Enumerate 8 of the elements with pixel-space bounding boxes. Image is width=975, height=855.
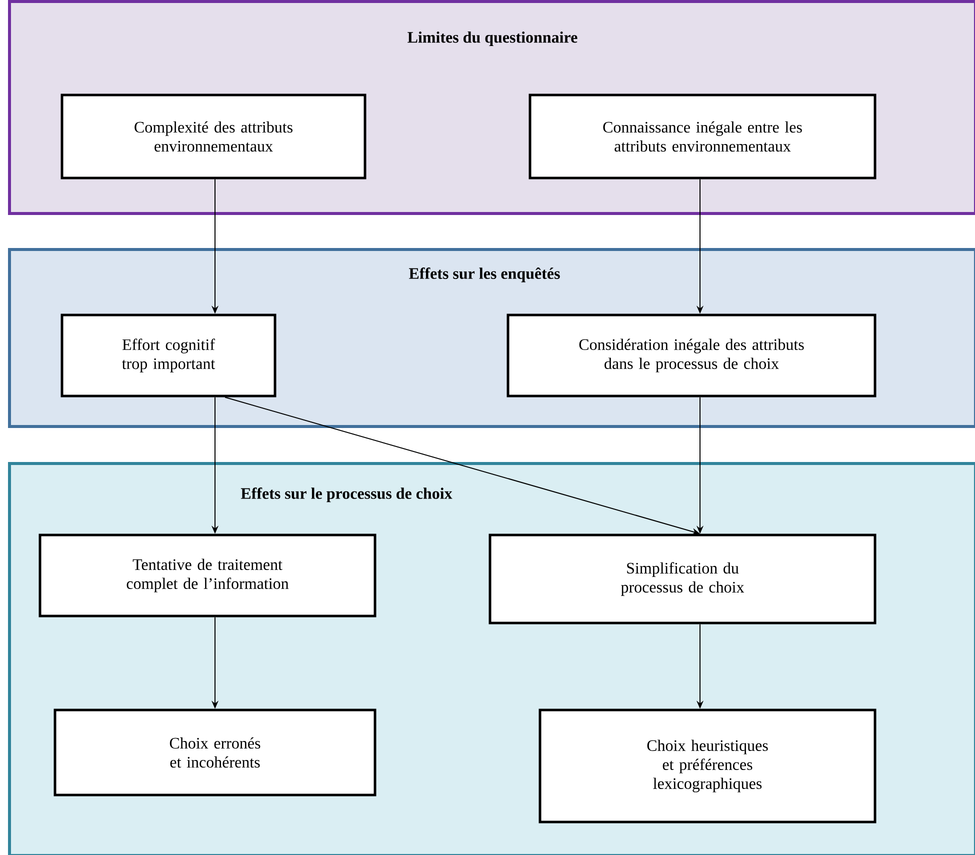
process-box: Complexité des attributs environnementaux: [60, 94, 366, 180]
process-box: Choix heuristiques et préférences lexicographiques: [538, 708, 876, 824]
process-box: Connaissance inégale entre les attributs environnementaux: [528, 94, 876, 180]
process-box: Tentative de traitement complet de l’information: [38, 534, 376, 618]
process-box: Choix erronés et incohérents: [54, 708, 376, 796]
process-box: Simplification du processus de choix: [488, 534, 876, 624]
process-box: Considération inégale des attributs dans le processus de choix: [506, 314, 876, 398]
process-box: Effort cognitif trop important: [60, 314, 276, 398]
